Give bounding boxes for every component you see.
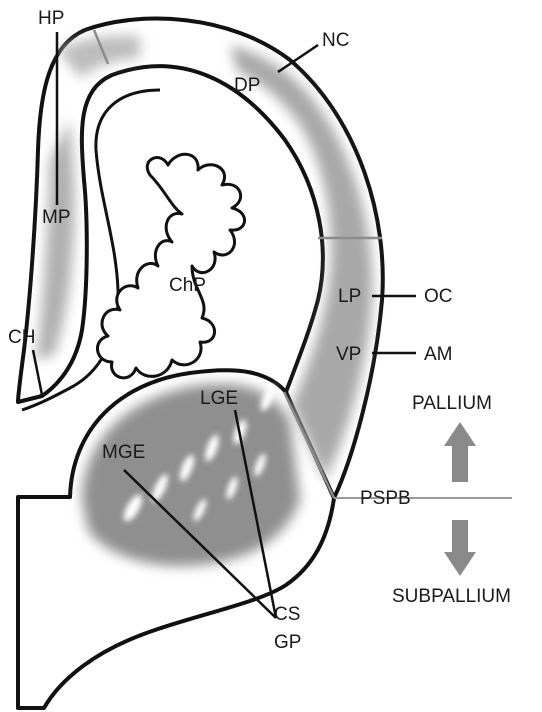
label-mge: MGE: [102, 442, 145, 463]
label-gp: GP: [274, 632, 301, 653]
label-cs: CS: [274, 604, 300, 625]
label-pallium: PALLIUM: [412, 393, 492, 414]
label-vp: VP: [336, 344, 361, 365]
label-lp: LP: [338, 286, 361, 307]
label-chp: ChP: [169, 275, 206, 296]
label-dp: DP: [234, 75, 260, 96]
label-pspb: PSPB: [360, 488, 411, 509]
subpallium-arrow-icon: [444, 520, 476, 576]
label-am: AM: [424, 344, 453, 365]
label-mp: MP: [42, 207, 71, 228]
label-oc: OC: [424, 286, 453, 307]
label-nc: NC: [322, 30, 349, 51]
label-ch: CH: [8, 327, 35, 348]
pallium-arrow-icon: [444, 422, 476, 482]
label-lge: LGE: [200, 388, 238, 409]
choroid-plexus: [97, 154, 244, 378]
label-subpallium: SUBPALLIUM: [392, 586, 511, 607]
label-hp: HP: [38, 8, 64, 29]
